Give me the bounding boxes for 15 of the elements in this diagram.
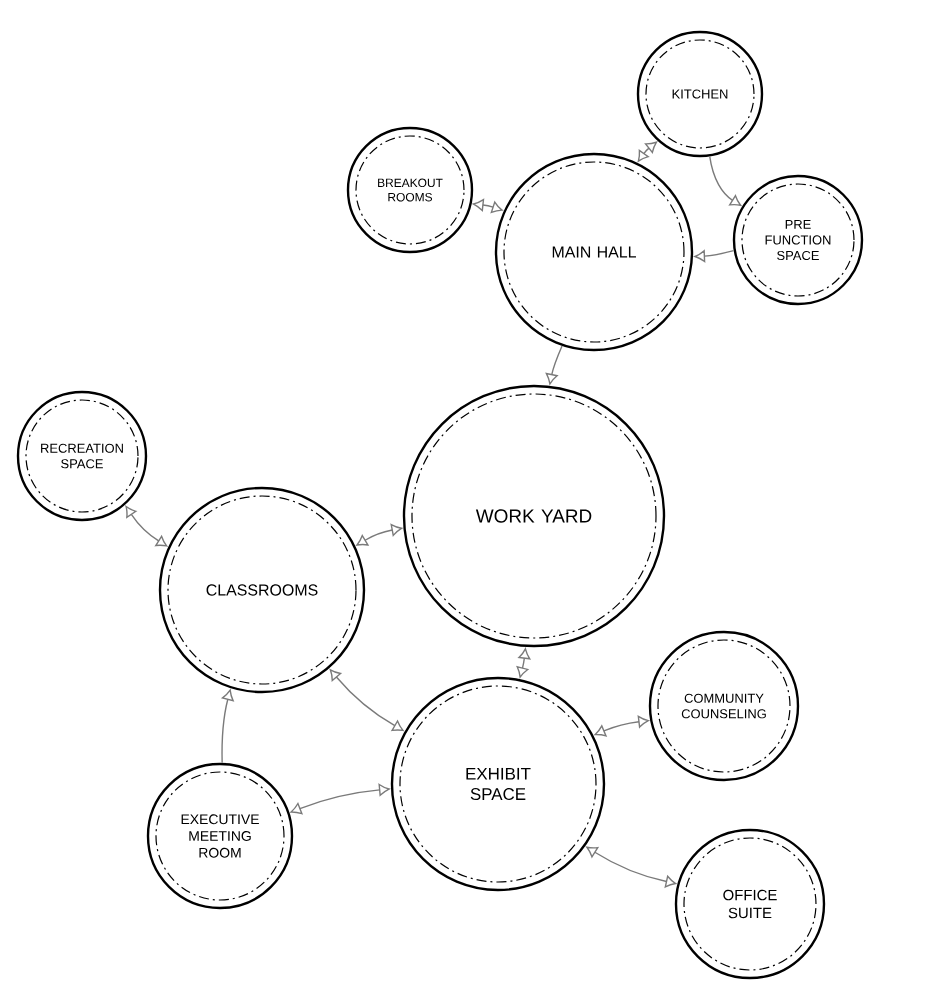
- arrow: [594, 715, 649, 737]
- arrow: [709, 155, 742, 206]
- arrow: [545, 345, 563, 385]
- bubble: WORK YARD: [402, 384, 666, 648]
- arrow: [290, 783, 390, 815]
- arrow: [125, 505, 168, 547]
- arrow: [472, 198, 503, 214]
- arrow: [516, 648, 531, 678]
- arrow: [221, 689, 234, 764]
- arrow: [637, 141, 657, 162]
- bubble: EXHIBIT SPACE: [390, 676, 606, 892]
- arrow: [329, 669, 404, 732]
- arrow: [694, 249, 735, 263]
- arrow: [586, 846, 677, 888]
- arrow: [356, 524, 403, 546]
